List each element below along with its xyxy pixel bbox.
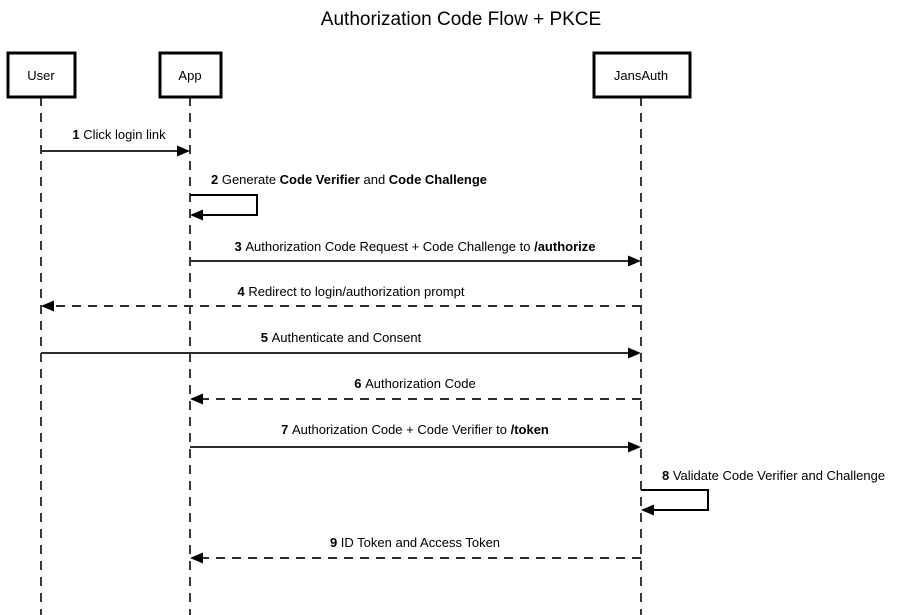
message-arrowhead-3	[628, 255, 641, 267]
message-selfloop-8	[641, 489, 709, 511]
message-9[interactable]: 9 ID Token and Access Token	[190, 535, 641, 564]
diagram-title: Authorization Code Flow + PKCE	[321, 9, 601, 30]
message-label-9: 9 ID Token and Access Token	[330, 535, 500, 550]
participant-user[interactable]: User	[6, 51, 77, 99]
message-label-2: 2 Generate Code Verifier and Code Challe…	[211, 172, 487, 187]
participant-label-jansauth: JansAuth	[614, 68, 668, 83]
message-1[interactable]: 1 Click login link	[41, 127, 190, 157]
message-label-5: 5 Authenticate and Consent	[261, 330, 422, 345]
message-3[interactable]: 3 Authorization Code Request + Code Chal…	[190, 239, 641, 267]
message-label-8: 8 Validate Code Verifier and Challenge	[662, 468, 885, 483]
participant-box-app	[158, 51, 223, 99]
message-5[interactable]: 5 Authenticate and Consent	[41, 330, 641, 359]
message-arrowhead-7	[628, 441, 641, 453]
message-label-6: 6 Authorization Code	[354, 376, 475, 391]
participant-label-user: User	[27, 68, 55, 83]
message-selfloop-2	[190, 194, 258, 216]
lifelines-layer	[40, 97, 642, 615]
message-label-7: 7 Authorization Code + Code Verifier to …	[281, 422, 549, 437]
message-2[interactable]: 2 Generate Code Verifier and Code Challe…	[190, 172, 487, 221]
actors-layer: User App JansAuth	[6, 51, 692, 99]
participant-app[interactable]: App	[158, 51, 223, 99]
participant-box-user	[6, 51, 77, 99]
message-label-4: 4 Redirect to login/authorization prompt	[238, 284, 465, 299]
message-label-1: 1 Click login link	[72, 127, 166, 142]
message-arrowhead-9	[190, 552, 203, 564]
message-arrowhead-4	[41, 300, 54, 312]
participant-box-jansauth	[592, 51, 692, 99]
messages-layer: 1 Click login link 2 Generate Code Verifi…	[41, 127, 885, 564]
message-7[interactable]: 7 Authorization Code + Code Verifier to …	[190, 422, 641, 453]
message-8[interactable]: 8 Validate Code Verifier and Challenge	[641, 468, 885, 516]
participant-jansauth[interactable]: JansAuth	[592, 51, 692, 99]
message-arrowhead-1	[177, 145, 190, 157]
message-6[interactable]: 6 Authorization Code	[190, 376, 641, 405]
message-4[interactable]: 4 Redirect to login/authorization prompt	[41, 284, 641, 312]
message-arrowhead-5	[628, 347, 641, 359]
message-label-3: 3 Authorization Code Request + Code Chal…	[235, 239, 596, 254]
message-arrowhead-8	[641, 504, 654, 516]
message-arrowhead-2	[190, 209, 203, 221]
participant-label-app: App	[178, 68, 201, 83]
message-arrowhead-6	[190, 393, 203, 405]
